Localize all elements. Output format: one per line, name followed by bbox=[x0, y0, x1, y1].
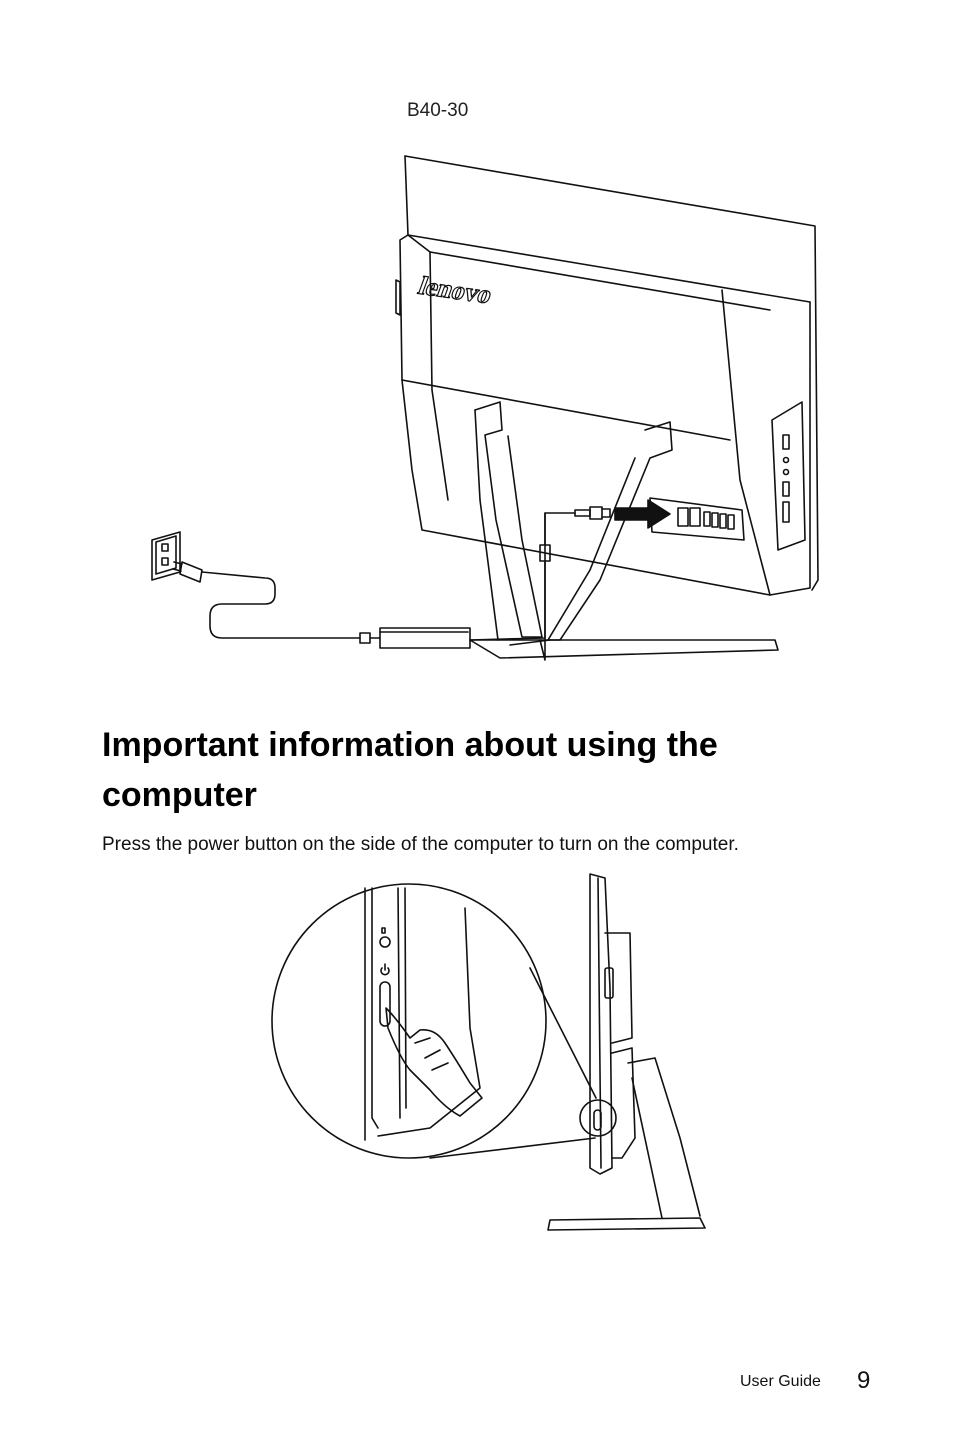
footer-label: User Guide bbox=[740, 1373, 821, 1390]
power-adapter-icon bbox=[379, 627, 471, 649]
section-heading: Important information about using the co… bbox=[102, 726, 718, 814]
power-plug-icon bbox=[179, 561, 203, 583]
insert-arrow-icon bbox=[614, 499, 671, 529]
lenovo-logo: lenovo bbox=[415, 271, 497, 309]
magnifier-circle-icon bbox=[271, 883, 547, 1159]
page-number: 9 bbox=[857, 1367, 871, 1394]
wall-outlet-icon bbox=[151, 531, 181, 581]
model-label: B40-30 bbox=[407, 100, 469, 121]
power-button-illustration bbox=[260, 868, 720, 1238]
body-paragraph: Press the power button on the side of th… bbox=[102, 834, 739, 855]
hand-pressing-icon bbox=[385, 1007, 483, 1117]
power-symbol-icon bbox=[380, 963, 390, 976]
rear-view-illustration: lenovo bbox=[130, 140, 830, 680]
